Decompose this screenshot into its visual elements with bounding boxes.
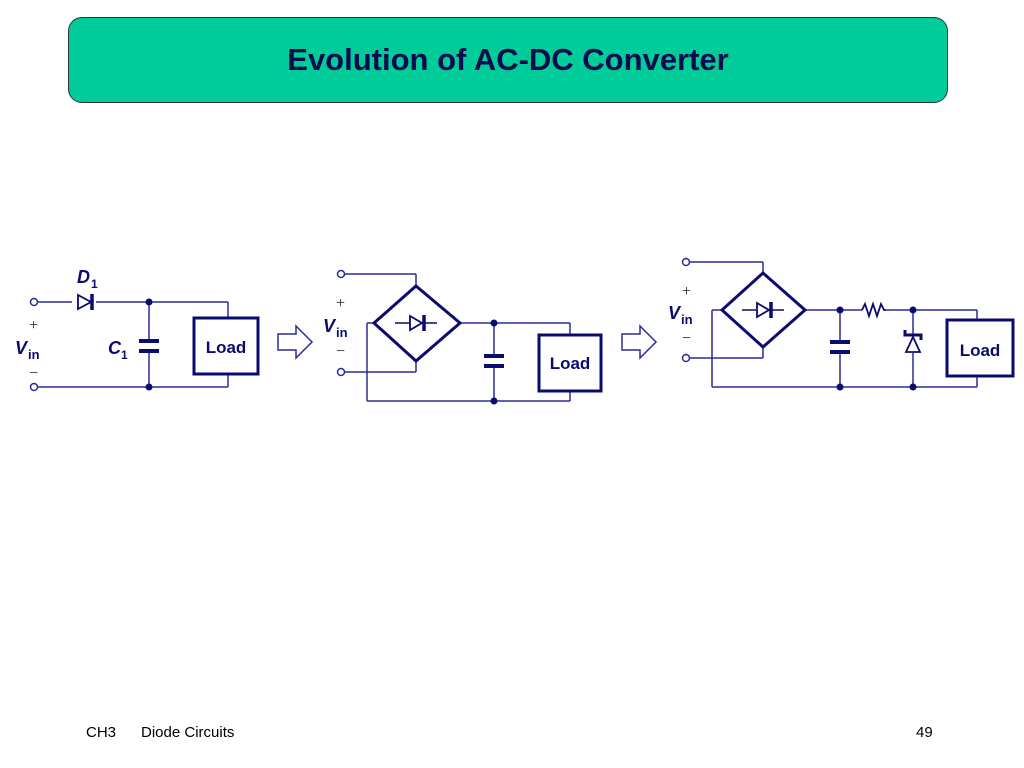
- c2-terminal-top: [336, 269, 346, 279]
- c3-minus-sign: −: [682, 330, 691, 347]
- footer-page-number: 49: [916, 724, 933, 741]
- c1-vin-label: V: [15, 338, 29, 358]
- c1-load-box: [192, 316, 260, 376]
- c2-vin-label: V: [323, 316, 337, 336]
- c3-node-cap-bottom: [836, 383, 844, 391]
- c1-diode-label: D: [77, 267, 90, 287]
- c1-vin-label-sub: in: [28, 347, 40, 362]
- c1-cap-label-sub: 1: [121, 348, 128, 362]
- c3-terminal-bottom: [681, 353, 691, 363]
- evolution-arrow-icon-2: [621, 324, 658, 360]
- c2-vin-label-sub: in: [336, 325, 348, 340]
- c3-node-zener-top: [909, 306, 917, 314]
- c1-terminal-top: [29, 297, 39, 307]
- c2-load-box: [537, 333, 603, 393]
- c3-node-zener-bottom: [909, 383, 917, 391]
- c3-plus-sign: +: [682, 283, 691, 300]
- slide-title: Evolution of AC-DC Converter: [287, 42, 729, 77]
- c2-node-bottom: [490, 397, 498, 405]
- footer-subject: Diode Circuits: [141, 724, 235, 741]
- c3-load-label: Load: [960, 341, 1001, 360]
- evolution-arrow-icon-1: [277, 324, 314, 360]
- circuit-bridge-rectifier: + V in − Load: [323, 269, 603, 405]
- c2-load-label: Load: [550, 354, 591, 373]
- circuit-half-wave-rectifier: D 1 C 1 + V in − Load: [15, 267, 260, 392]
- c1-node-bottom: [145, 383, 153, 391]
- c1-plus-sign: +: [29, 317, 38, 334]
- c2-minus-sign: −: [336, 343, 345, 360]
- c3-node-cap-top: [836, 306, 844, 314]
- c1-diode-icon: [72, 293, 96, 311]
- c1-cap-label: C: [108, 338, 122, 358]
- c2-plus-sign: +: [336, 295, 345, 312]
- c3-terminal-top: [681, 257, 691, 267]
- c3-vin-label: V: [668, 303, 682, 323]
- c1-node-top: [145, 298, 153, 306]
- c1-minus-sign: −: [29, 365, 38, 382]
- circuit-regulated-converter: + V in − Load: [668, 257, 1015, 391]
- c3-resistor-icon: [861, 301, 886, 319]
- c2-node-top: [490, 319, 498, 327]
- c2-terminal-bottom: [336, 367, 346, 377]
- c3-vin-label-sub: in: [681, 312, 693, 327]
- c3-load-box: [945, 318, 1015, 378]
- c1-load-label: Load: [206, 338, 247, 357]
- c1-terminal-bottom: [29, 382, 39, 392]
- footer-chapter: CH3: [86, 724, 117, 741]
- c1-diode-label-sub: 1: [91, 277, 98, 291]
- title-banner: Evolution of AC-DC Converter: [68, 17, 948, 103]
